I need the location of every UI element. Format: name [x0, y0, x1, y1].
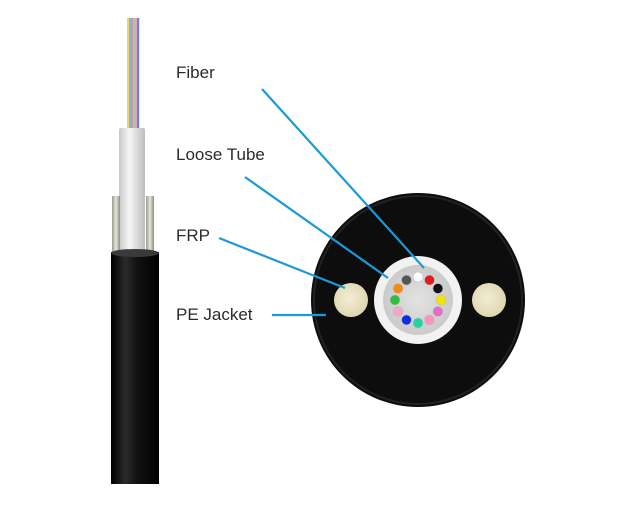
label-loose-tube: Loose Tube	[176, 145, 265, 164]
fiber-leader	[261, 88, 425, 269]
fiber-bundle	[389, 271, 447, 329]
label-fiber: Fiber	[176, 63, 215, 82]
leader-lines	[218, 88, 425, 317]
fiber-dot	[389, 294, 401, 306]
pe-jacket-side	[111, 252, 159, 484]
label-pe-jacket: PE Jacket	[176, 305, 253, 324]
fiber-dot	[392, 283, 404, 294]
loose-tube-side	[119, 128, 145, 268]
fiber-dot	[401, 274, 412, 286]
cable-side-view	[111, 18, 159, 484]
gel-fill	[383, 265, 453, 335]
frp-leader	[218, 236, 346, 290]
fiber-dot	[432, 283, 444, 294]
fiber-dot	[432, 306, 444, 317]
cable-cross-section	[311, 193, 525, 407]
fiber-dot	[424, 314, 435, 326]
frp-disc-left	[334, 283, 368, 317]
fiber-dot	[401, 314, 412, 326]
fiber-dot	[412, 317, 424, 329]
exposed-fibers	[127, 18, 140, 130]
frp-rod-right	[146, 196, 154, 268]
loose-tube-leader	[244, 176, 389, 279]
frp-rod-left	[112, 196, 120, 268]
frp-disc-right	[472, 283, 506, 317]
fiber-dot	[424, 274, 435, 286]
label-frp: FRP	[176, 226, 210, 245]
fiber-dot	[435, 294, 447, 306]
fiber-dot	[412, 271, 424, 283]
fiber-dot	[392, 306, 404, 317]
